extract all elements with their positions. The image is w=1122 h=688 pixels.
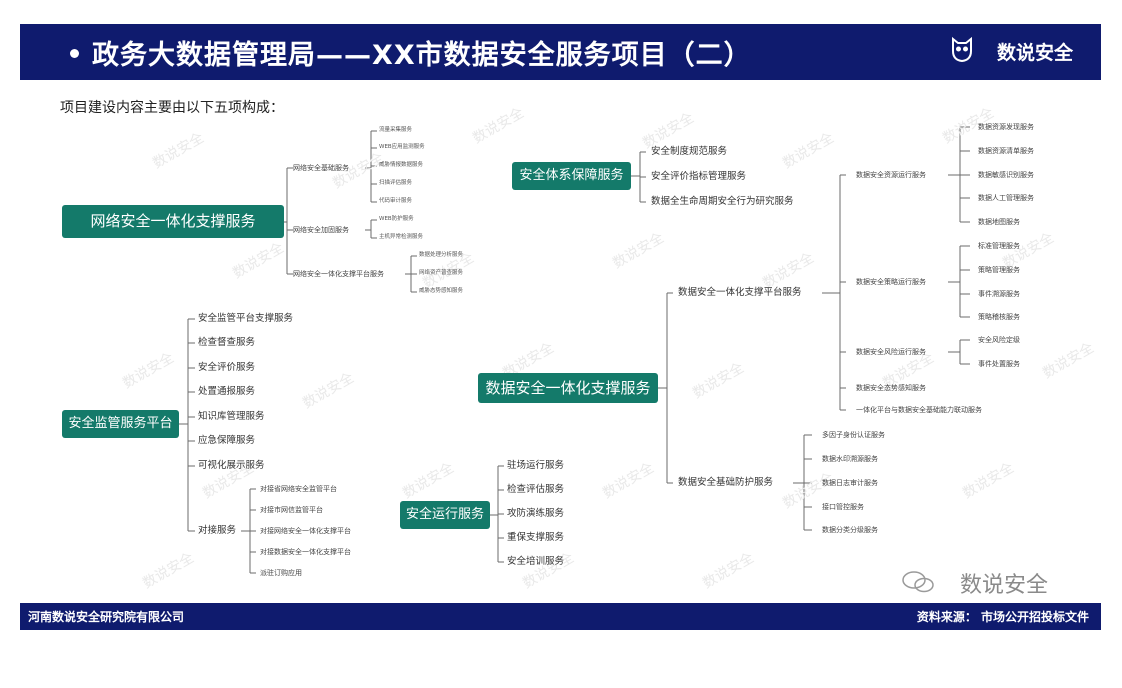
b4-item-0: 驻场运行服务 bbox=[507, 460, 565, 471]
b3-node-system-assurance: 安全体系保障服务 bbox=[512, 162, 631, 190]
b5-pitem-0-1: 数据资源清单服务 bbox=[978, 147, 1034, 155]
b1-item-0-2: 威胁情报数据服务 bbox=[379, 162, 424, 168]
b1-item-2-1: 网络资产普查服务 bbox=[419, 270, 464, 276]
b5-ditem-3: 接口管控服务 bbox=[822, 503, 864, 511]
subtitle: 项目建设内容主要由以下五项构成： bbox=[60, 100, 284, 116]
b2-dock-item-1: 对接市网信监管平台 bbox=[260, 506, 323, 514]
b5-pitem-2-1: 事件处置服务 bbox=[978, 360, 1020, 368]
b2-dock-item-2: 对接网络安全一体化支撑平台 bbox=[260, 527, 351, 535]
b5-defense-label: 数据安全基础防护服务 bbox=[678, 477, 774, 488]
b4-item-3: 重保支撑服务 bbox=[507, 532, 565, 543]
b5-pgroup-0: 数据安全资源运行服务 bbox=[856, 171, 926, 179]
b1-item-0-3: 扫描评估服务 bbox=[379, 180, 413, 186]
b5-ditem-0: 多因子身份认证服务 bbox=[822, 431, 885, 439]
b5-pitem-1-3: 策略稽核服务 bbox=[978, 313, 1020, 321]
b1-node-network-security: 网络安全一体化支撑服务 bbox=[62, 205, 284, 238]
b5-pgroup-2: 数据安全风险运行服务 bbox=[856, 348, 926, 356]
b1-item-0-1: WEB应用监测服务 bbox=[379, 144, 425, 150]
b5-ditem-4: 数据分类分级服务 bbox=[822, 526, 878, 534]
b3-item-0: 安全制度规范服务 bbox=[651, 146, 728, 157]
b2-item-0: 安全监管平台支撑服务 bbox=[198, 313, 294, 324]
b1-item-0-0: 流量采集服务 bbox=[379, 127, 413, 133]
b2-item-1: 检查督查服务 bbox=[198, 337, 256, 348]
b5-pitem-1-2: 事件溯源服务 bbox=[978, 290, 1020, 298]
brand-name: 数说安全 bbox=[996, 42, 1073, 64]
page-title: 政务大数据管理局——XX市数据安全服务项目（二） bbox=[92, 40, 752, 71]
b2-item-6: 可视化展示服务 bbox=[198, 460, 265, 471]
b5-pitem-1-1: 策略管理服务 bbox=[978, 266, 1020, 274]
b5-ditem-2: 数据日志审计服务 bbox=[822, 479, 878, 487]
footer-source: 资料来源： 市场公开招投标文件 bbox=[916, 610, 1089, 624]
b3-item-2: 数据全生命周期安全行为研究服务 bbox=[651, 196, 794, 207]
b1-item-1-0: WEB防护服务 bbox=[379, 216, 414, 222]
b5-node-data-security: 数据安全一体化支撑服务 bbox=[478, 373, 658, 403]
header-bar: 政务大数据管理局——XX市数据安全服务项目（二） 数说安全 bbox=[20, 24, 1101, 80]
owl-logo-icon bbox=[952, 36, 972, 62]
b2-dock-item-3: 对接数据安全一体化支撑平台 bbox=[260, 548, 351, 556]
b5-pitem-1-0: 标准管理服务 bbox=[978, 242, 1020, 250]
b5-pitem-2-0: 安全风险定级 bbox=[978, 336, 1020, 344]
b5-pitem-0-0: 数据资源发现服务 bbox=[978, 123, 1034, 131]
b2-item-3: 处置通报服务 bbox=[198, 386, 256, 397]
b5-pgroup-4: 一体化平台与数据安全基础能力联动服务 bbox=[856, 406, 982, 414]
b1-item-2-2: 威胁态势感知服务 bbox=[419, 288, 464, 294]
b3-item-1: 安全评价指标管理服务 bbox=[651, 171, 747, 182]
footer-bar: 河南数说安全研究院有限公司 资料来源： 市场公开招投标文件 bbox=[20, 603, 1101, 630]
b2-dock-item-0: 对接省网络安全监管平台 bbox=[260, 485, 337, 493]
b4-item-4: 安全培训服务 bbox=[507, 556, 565, 567]
b4-item-2: 攻防演练服务 bbox=[507, 508, 565, 519]
footer-company: 河南数说安全研究院有限公司 bbox=[28, 610, 185, 624]
b1-group-2: 网络安全一体化支撑平台服务 bbox=[293, 270, 384, 278]
b1-item-2-0: 数据处理分析服务 bbox=[419, 252, 464, 258]
b2-dock-item-4: 派驻订购应用 bbox=[260, 569, 302, 577]
b5-pgroup-1: 数据安全策略运行服务 bbox=[856, 278, 926, 286]
b5-pitem-0-4: 数据地图服务 bbox=[978, 218, 1020, 226]
wechat-icon bbox=[902, 571, 934, 593]
bullet-icon bbox=[70, 49, 79, 58]
b5-pgroup-3: 数据安全态势感知服务 bbox=[856, 384, 926, 392]
b5-pitem-0-3: 数据人工管理服务 bbox=[978, 194, 1034, 202]
b5-ditem-1: 数据水印溯源服务 bbox=[822, 455, 878, 463]
b5-pitem-0-2: 数据敏感识别服务 bbox=[978, 171, 1034, 179]
b2-item-2: 安全评价服务 bbox=[198, 362, 256, 373]
b2-item-5: 应急保障服务 bbox=[198, 435, 256, 446]
wechat-watermark-text: 数说安全 bbox=[960, 573, 1049, 598]
b5-platform-label: 数据安全一体化支撑平台服务 bbox=[678, 287, 802, 298]
b4-item-1: 检查评估服务 bbox=[507, 484, 565, 495]
b2-group-docking: 对接服务 bbox=[198, 525, 237, 536]
b2-item-4: 知识库管理服务 bbox=[198, 411, 265, 422]
b2-node-supervision-platform: 安全监管服务平台 bbox=[62, 410, 179, 438]
b4-node-security-operation: 安全运行服务 bbox=[400, 501, 490, 529]
b1-group-1: 网络安全加固服务 bbox=[293, 226, 349, 234]
b1-item-0-4: 代码审计服务 bbox=[379, 198, 413, 204]
b1-item-1-1: 主机异常检测服务 bbox=[379, 234, 424, 240]
b1-group-0: 网络安全基础服务 bbox=[293, 164, 349, 172]
